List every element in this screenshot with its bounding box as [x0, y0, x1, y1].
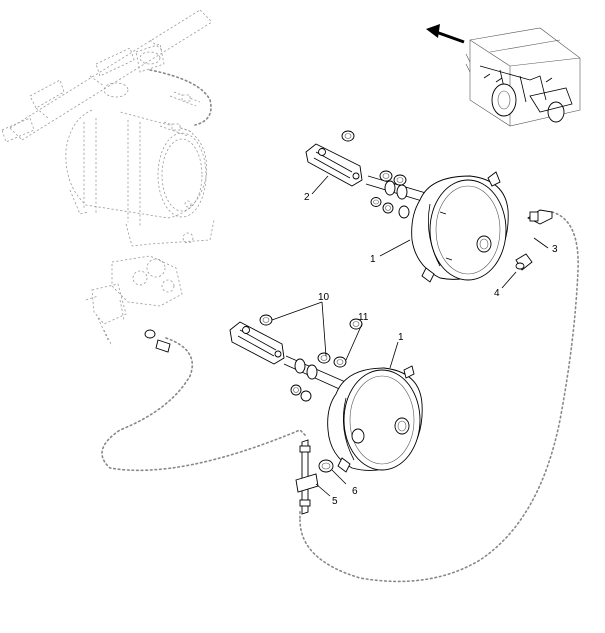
callout-2: 2: [304, 192, 310, 203]
callout-11: 11: [358, 312, 369, 323]
callout-5: 5: [332, 496, 338, 507]
tee-fitting-5: [295, 439, 319, 515]
vehicle-location-icon: [426, 24, 581, 127]
brake-chamber-lower: [283, 355, 423, 473]
clevis-lower: [229, 321, 285, 365]
clevis-upper: [305, 143, 363, 187]
fitting-4: [515, 253, 533, 271]
fitting-3: [527, 209, 553, 225]
callout-6: 6: [352, 486, 358, 497]
valve-fitting-left: [144, 329, 171, 353]
ghost-frame-structure: [1, 9, 215, 347]
washer-stack-lower: [259, 314, 363, 402]
ghost-fittings: [159, 91, 201, 137]
callout-1-lower: 1: [398, 332, 404, 343]
leader-lines: [271, 175, 549, 497]
washer-stack-upper: [341, 130, 410, 219]
arrow-left-icon: [426, 24, 465, 44]
o-ring-6: [318, 459, 334, 473]
callout-4: 4: [494, 288, 500, 299]
callout-1-upper: 1: [370, 254, 376, 265]
callout-3: 3: [552, 244, 558, 255]
air-hose-lines: [101, 69, 579, 583]
callout-labels: 2 1 3 4 10 11 1 5 6: [304, 192, 558, 507]
callout-10: 10: [318, 292, 330, 303]
brake-chamber-upper: [365, 171, 509, 283]
